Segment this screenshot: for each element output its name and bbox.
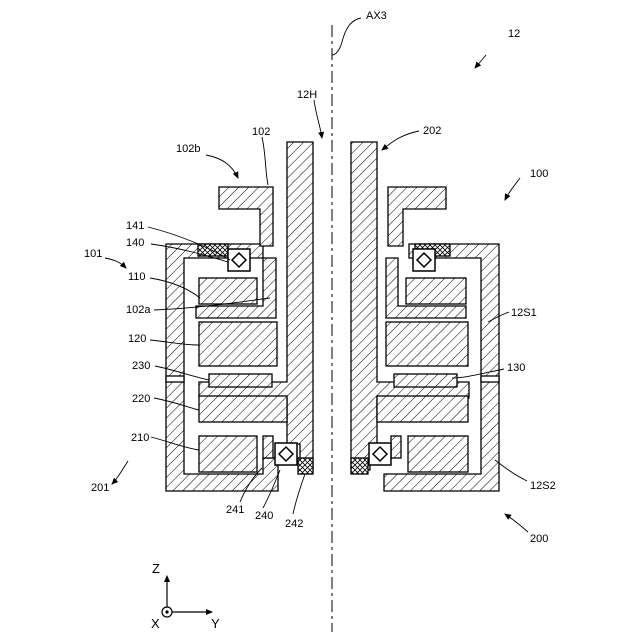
label-201: 201 — [91, 482, 109, 494]
label-240: 240 — [255, 510, 273, 522]
component-r-mid — [386, 322, 468, 366]
component-r-top — [406, 278, 466, 304]
label-230: 230 — [132, 360, 150, 372]
label-140: 140 — [126, 237, 144, 249]
axis-label-x: X — [151, 616, 160, 631]
axis-label-z: Z — [152, 561, 160, 576]
label-210: 210 — [131, 432, 149, 444]
left-wall-marker — [166, 376, 184, 382]
bearing-right-bottom — [369, 443, 391, 465]
label-101: 101 — [84, 248, 102, 260]
label-120: 120 — [128, 333, 146, 345]
label-102: 102 — [252, 126, 270, 138]
component-130 — [394, 374, 457, 387]
label-202: 202 — [423, 125, 441, 137]
component-110 — [199, 278, 257, 304]
component-220 — [199, 396, 287, 422]
label-12: 12 — [508, 28, 520, 40]
label-ax3: AX3 — [366, 10, 387, 22]
right-structure — [351, 142, 499, 491]
flange-202 — [388, 187, 446, 246]
component-r-220 — [377, 396, 468, 422]
bearing-140 — [228, 249, 250, 271]
coordinate-axes: Z X Y — [151, 561, 220, 631]
label-241: 241 — [226, 504, 244, 516]
frame-102 — [219, 187, 273, 246]
bearing-240 — [275, 443, 297, 465]
bearing-right-top — [413, 249, 435, 271]
label-12s2: 12S2 — [530, 480, 556, 492]
right-wall-marker — [481, 376, 499, 382]
label-200: 200 — [530, 533, 548, 545]
label-102a: 102a — [126, 304, 151, 316]
axis-label-y: Y — [211, 616, 220, 631]
label-110: 110 — [128, 271, 146, 283]
label-220: 220 — [132, 393, 150, 405]
label-100: 100 — [530, 168, 548, 180]
component-120 — [199, 322, 277, 366]
label-130: 130 — [507, 362, 525, 374]
label-12h: 12H — [297, 89, 317, 101]
label-242: 242 — [285, 518, 303, 530]
component-230 — [209, 374, 272, 387]
label-141: 141 — [126, 220, 144, 232]
component-241 — [263, 436, 273, 458]
label-102b: 102b — [176, 143, 200, 155]
component-r-210 — [408, 436, 468, 472]
seal-242 — [298, 458, 313, 474]
component-r-241 — [391, 436, 401, 458]
component-210 — [199, 436, 257, 472]
left-structure — [166, 142, 313, 491]
label-12s1: 12S1 — [511, 307, 537, 319]
seal-right-bottom — [351, 458, 368, 474]
